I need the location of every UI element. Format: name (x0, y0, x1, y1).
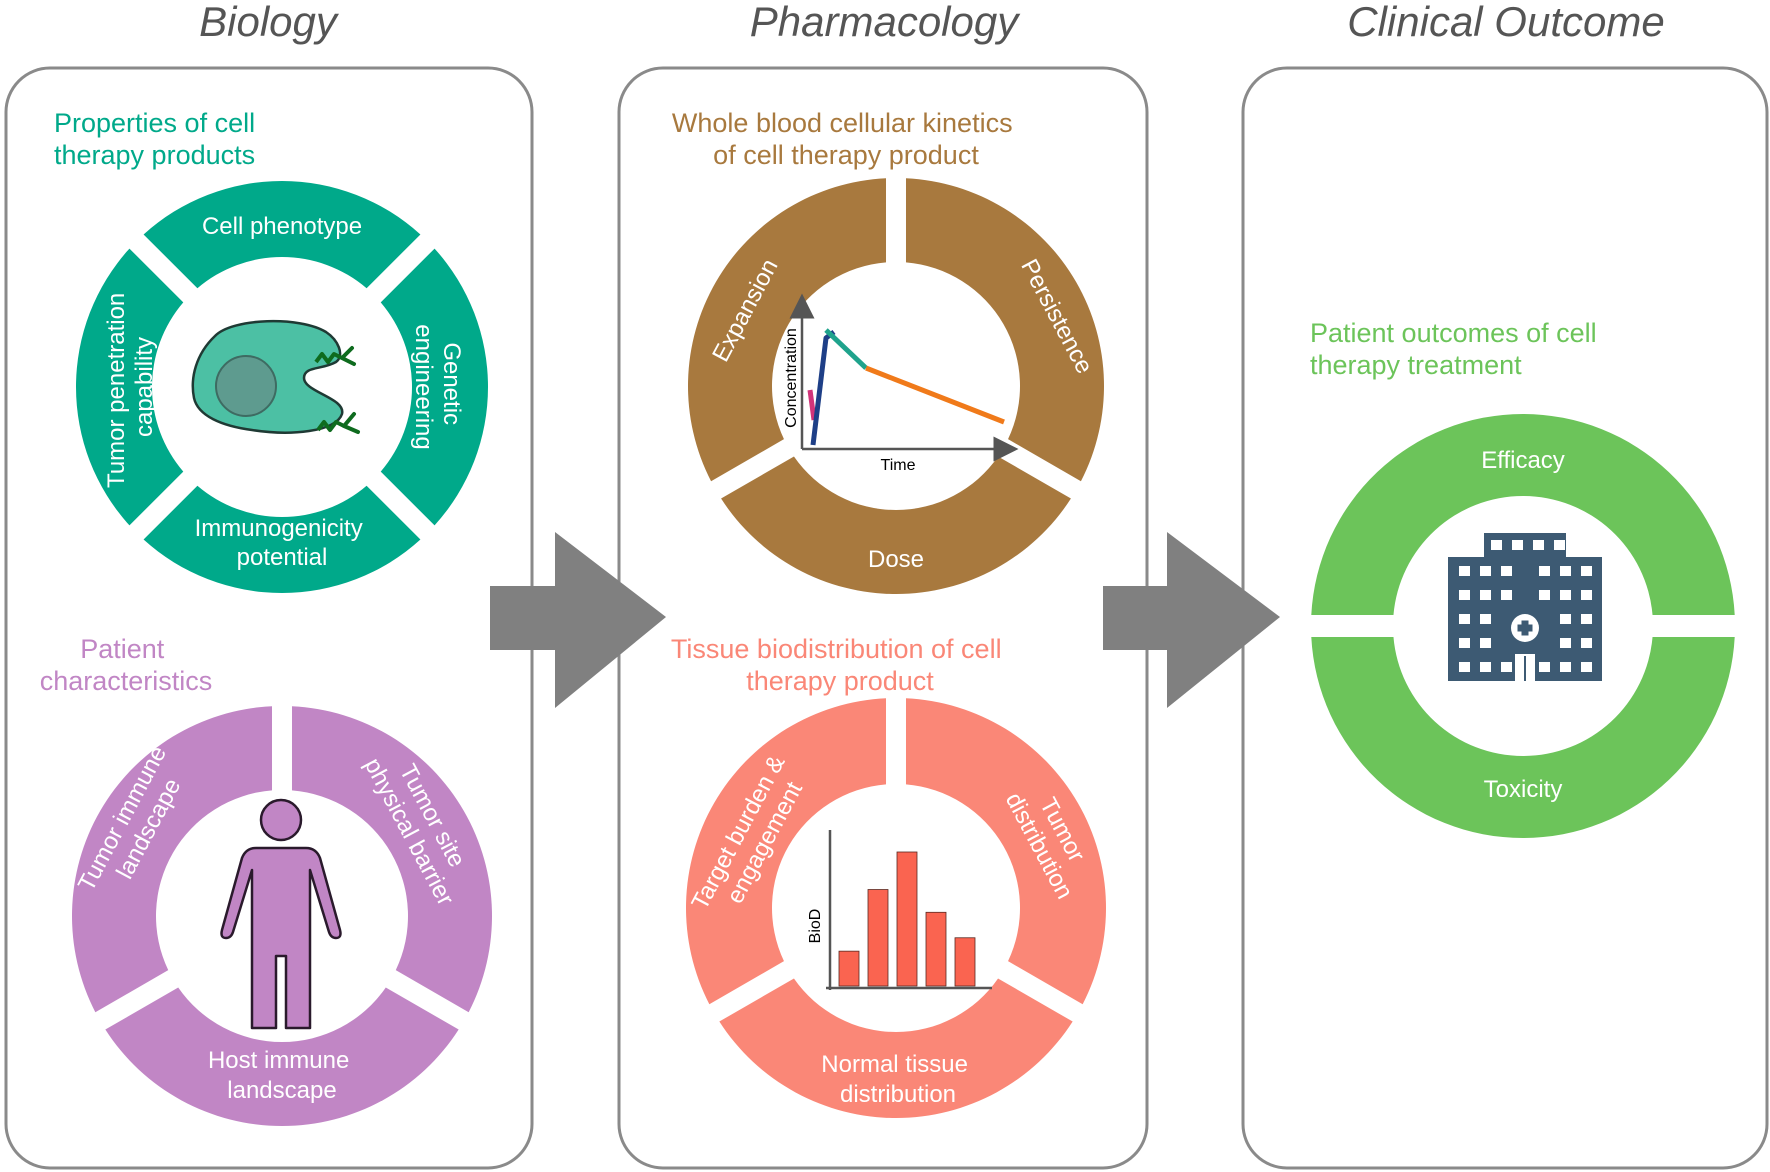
segment-label-normal-tissue-distribution: Normal tissue distribution (821, 1051, 974, 1108)
hospital-window (1539, 566, 1550, 576)
expansion-curve-segment (810, 330, 836, 446)
segment-label-genetic-engineering: Genetic engineering (410, 324, 465, 449)
segment-label-cell-phenotype: Cell phenotype (202, 213, 362, 240)
time-axis-label: Time (881, 457, 916, 474)
flow-arrow-pharmacology-to-clinical (1103, 532, 1280, 708)
segment-label-tumor-penetration-capability: Tumor penetration capability (103, 286, 158, 488)
hospital-window (1480, 590, 1491, 600)
hospital-window (1480, 566, 1491, 576)
segment-label-toxicity: Toxicity (1484, 776, 1563, 803)
segment-expansion (688, 178, 887, 482)
hospital-window (1459, 614, 1470, 624)
kinetics-ring (688, 178, 1104, 594)
segment-tumor-site-physical-barrier (291, 706, 493, 1013)
segment-label-dose: Dose (868, 546, 924, 573)
segment-tumor-penetration-capability (75, 248, 184, 526)
hospital-window (1554, 540, 1565, 550)
biod-bars (838, 851, 976, 987)
segment-label-immunogenicity-potential: Immunogenicity potential (195, 515, 370, 571)
biology-column-title: Biology (199, 0, 340, 45)
biod-bar (838, 950, 860, 987)
biodistribution-ring (686, 698, 1107, 1118)
hospital-window (1560, 590, 1571, 600)
kinetics-title: Whole blood cellular kinetics of cell th… (672, 108, 1020, 170)
persistence-curve-segment (865, 365, 1005, 425)
segment-toxicity (1311, 636, 1735, 839)
segment-label-host-immune-landscape: Host immune landscape (208, 1047, 356, 1104)
hospital-window (1459, 662, 1470, 672)
contraction-curve-segment (824, 328, 868, 370)
hospital-window (1560, 662, 1571, 672)
hospital-window (1501, 662, 1512, 672)
patient-characteristics-ring (71, 706, 493, 1126)
segment-host-immune-landscape (105, 987, 459, 1126)
biod-bar (954, 937, 976, 987)
product-properties-title: Properties of cell therapy products (54, 108, 263, 170)
patient-characteristics-title: Patient characteristics (40, 634, 213, 696)
hospital-window (1581, 566, 1592, 576)
hospital-window (1480, 614, 1491, 624)
segment-tumor-distribution (905, 698, 1107, 1005)
hospital-window (1560, 614, 1571, 624)
biod-bar (896, 851, 918, 987)
biodistribution-title: Tissue biodistribution of cell therapy p… (671, 634, 1009, 696)
segment-immunogenicity-potential (143, 485, 421, 593)
hospital-window (1480, 662, 1491, 672)
hospital-window (1539, 662, 1550, 672)
hospital-window (1539, 590, 1550, 600)
biod-bar (925, 911, 947, 987)
hospital-window (1480, 638, 1491, 648)
concentration-time-curve-icon: Time Concentration (783, 293, 1019, 474)
clinical-outcomes-ring (1311, 413, 1735, 839)
hospital-window (1581, 614, 1592, 624)
hospital-window (1560, 638, 1571, 648)
hospital-window (1459, 638, 1470, 648)
hospital-window (1533, 540, 1544, 550)
pharmacology-column-title: Pharmacology (750, 0, 1021, 45)
product-properties-ring (75, 180, 488, 593)
hospital-window (1560, 566, 1571, 576)
hospital-window (1491, 540, 1502, 550)
biod-bar (867, 889, 889, 987)
person-icon (220, 798, 342, 1030)
segment-dose (721, 456, 1071, 594)
dose-curve-segment (807, 389, 817, 421)
hospital-window (1501, 566, 1512, 576)
hospital-window (1581, 662, 1592, 672)
hospital-icon (1448, 533, 1602, 681)
clinical-outcomes-title: Patient outcomes of cell therapy treatme… (1310, 318, 1604, 380)
segment-label-efficacy: Efficacy (1481, 447, 1565, 474)
hospital-window (1501, 590, 1512, 600)
hospital-window (1459, 590, 1470, 600)
segment-persistence (905, 178, 1104, 482)
segment-normal-tissue-distribution (719, 978, 1073, 1118)
hospital-window (1459, 566, 1470, 576)
bar-chart-icon: BioD (807, 830, 992, 990)
hospital-window (1512, 540, 1523, 550)
flow-arrow-biology-to-pharmacology (490, 532, 666, 708)
clinical-outcome-column-title: Clinical Outcome (1347, 0, 1664, 45)
segment-tumor-immune-landscape (71, 706, 273, 1013)
segment-genetic-engineering (380, 248, 488, 526)
segment-cell-phenotype (143, 180, 421, 289)
hospital-window (1581, 590, 1592, 600)
segment-target-burden-engagement (686, 698, 887, 1005)
segment-efficacy (1311, 413, 1735, 616)
biod-axis-label: BioD (807, 909, 824, 944)
hospital-window (1581, 638, 1592, 648)
concentration-axis-label: Concentration (783, 328, 800, 428)
cell-with-receptors-icon (191, 319, 360, 434)
